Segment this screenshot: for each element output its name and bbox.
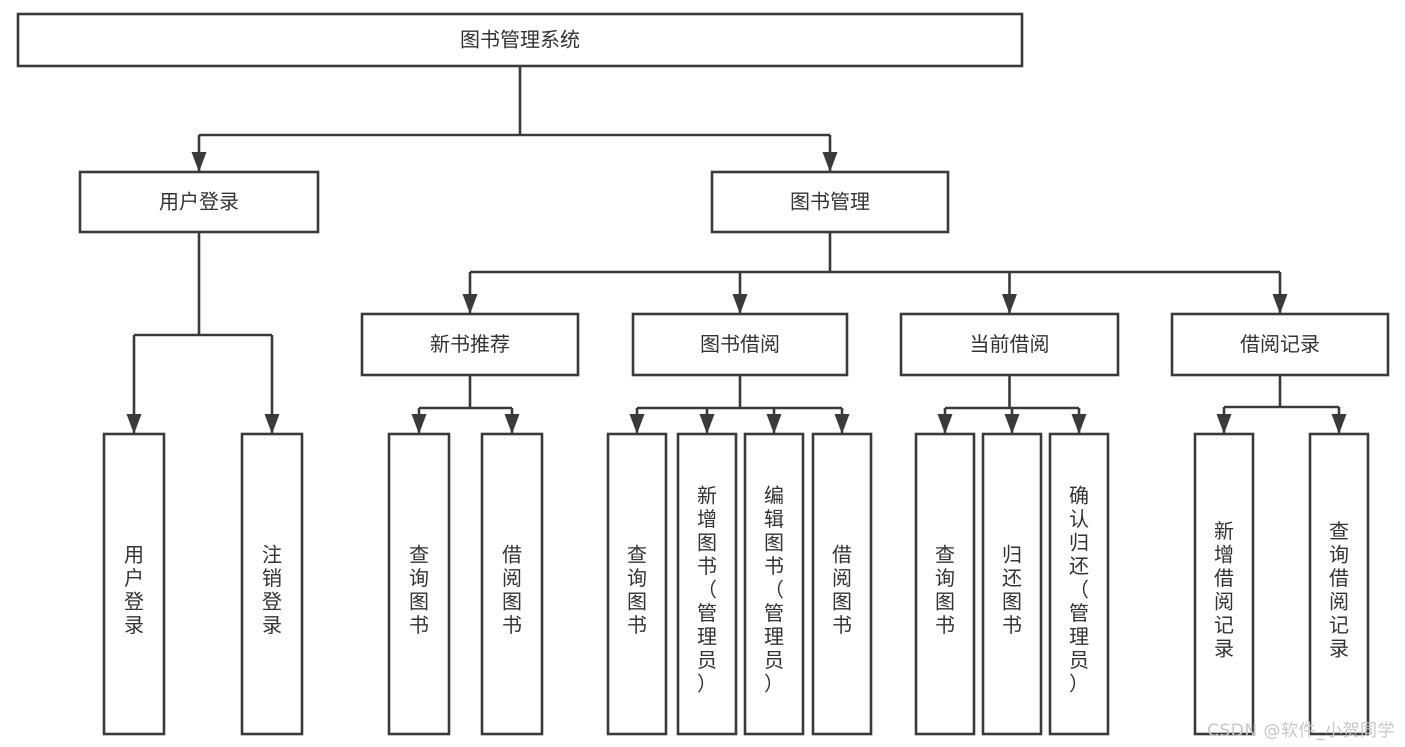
node-label: 查询图书 bbox=[409, 542, 429, 637]
connector-book-mgmt bbox=[462, 232, 1288, 314]
node-root[interactable]: 图书管理系统 bbox=[16, 12, 1024, 68]
node-leaf-user-logout[interactable]: 注销登录 bbox=[240, 432, 304, 736]
node-label: 图书管理系统 bbox=[460, 28, 580, 52]
node-borrow-record[interactable]: 借阅记录 bbox=[1170, 312, 1390, 377]
node-label: 查询图书 bbox=[627, 542, 647, 637]
connector-borrow-record bbox=[1216, 375, 1347, 434]
node-leaf-borrow-do[interactable]: 借阅图书 bbox=[811, 432, 873, 736]
node-leaf-user-login[interactable]: 用户登录 bbox=[102, 432, 166, 736]
node-leaf-borrow-add[interactable]: 新增图书（管理员） bbox=[676, 432, 738, 736]
node-label: 新书推荐 bbox=[430, 332, 510, 356]
node-label: 注销登录 bbox=[262, 542, 282, 637]
node-layer: 图书管理系统用户登录图书管理新书推荐图书借阅当前借阅借阅记录用户登录注销登录查询… bbox=[16, 12, 1390, 736]
node-leaf-rec-borrow[interactable]: 借阅图书 bbox=[480, 432, 544, 736]
node-label: 查询图书 bbox=[935, 542, 955, 637]
node-label: 借阅图书 bbox=[832, 542, 852, 637]
node-book-mgmt[interactable]: 图书管理 bbox=[710, 170, 950, 234]
node-current-borrow[interactable]: 当前借阅 bbox=[899, 312, 1120, 377]
node-new-book-rec[interactable]: 新书推荐 bbox=[360, 312, 580, 377]
node-leaf-cur-confirm[interactable]: 确认归还（管理员） bbox=[1048, 432, 1110, 736]
node-label: 编辑图书（管理员） bbox=[764, 483, 784, 695]
connector-new-book-rec bbox=[411, 375, 520, 434]
node-book-borrow[interactable]: 图书借阅 bbox=[631, 312, 849, 377]
connector-book-borrow bbox=[629, 375, 850, 434]
node-label: 归还图书 bbox=[1002, 542, 1022, 637]
node-label: 新增借阅记录 bbox=[1214, 518, 1234, 660]
node-label: 用户登录 bbox=[124, 542, 144, 637]
node-label: 用户登录 bbox=[159, 190, 239, 214]
node-label: 新增图书（管理员） bbox=[697, 483, 717, 695]
node-user-login[interactable]: 用户登录 bbox=[78, 170, 320, 234]
node-leaf-cur-query[interactable]: 查询图书 bbox=[914, 432, 976, 736]
node-label: 图书管理 bbox=[790, 190, 870, 214]
connector-current-borrow bbox=[937, 375, 1087, 434]
connector-root bbox=[191, 66, 838, 172]
node-leaf-borrow-edit[interactable]: 编辑图书（管理员） bbox=[743, 432, 805, 736]
node-label: 借阅记录 bbox=[1240, 332, 1320, 356]
node-label: 当前借阅 bbox=[970, 332, 1050, 356]
node-leaf-cur-return[interactable]: 归还图书 bbox=[981, 432, 1043, 736]
node-leaf-rec-add[interactable]: 新增借阅记录 bbox=[1193, 432, 1255, 736]
connector-user-login bbox=[126, 232, 280, 434]
node-label: 确认归还（管理员） bbox=[1069, 483, 1089, 695]
node-leaf-rec-query[interactable]: 查询图书 bbox=[387, 432, 451, 736]
connector-layer bbox=[126, 66, 1347, 434]
node-label: 图书借阅 bbox=[700, 332, 780, 356]
node-leaf-rec-search[interactable]: 查询借阅记录 bbox=[1308, 432, 1370, 736]
node-leaf-borrow-query[interactable]: 查询图书 bbox=[606, 432, 668, 736]
node-label: 借阅图书 bbox=[502, 542, 522, 637]
watermark-label: CSDN @软件_小贺同学 bbox=[1207, 721, 1395, 741]
node-label: 查询借阅记录 bbox=[1329, 518, 1349, 660]
